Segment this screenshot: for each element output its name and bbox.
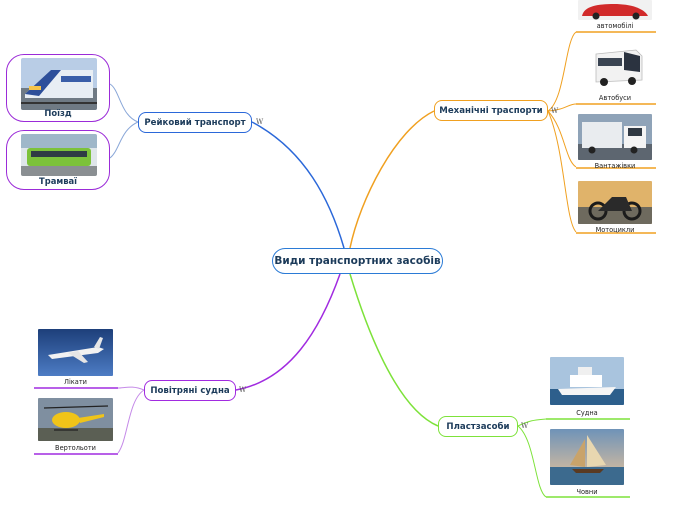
central-topic[interactable]: Види транспортних засобів <box>272 248 443 274</box>
air-item-helicopter-label: Вертольоти <box>55 444 96 452</box>
boat-image <box>550 429 624 485</box>
mech-item-bus-label: Автобуси <box>598 94 632 102</box>
mech-item-car-label: автомобілі <box>596 22 634 30</box>
document-icon[interactable]: W <box>239 386 247 394</box>
water-item-boat-label: Човни <box>576 488 598 496</box>
air-item-airplane-label: Лікати <box>64 378 87 386</box>
rail-item-tram-label: Трамваї <box>38 176 78 186</box>
mech-item-motorcycle-label: Мотоцикли <box>595 226 635 234</box>
water-item-ship-label: Судна <box>576 409 598 417</box>
document-icon[interactable]: W <box>521 422 529 430</box>
branch-rail-transport[interactable]: Рейковий транспорт <box>138 112 252 133</box>
branch-mechanical-transport[interactable]: Механічні траспорти <box>434 100 548 121</box>
rail-item-tram[interactable]: Трамваї <box>6 130 110 190</box>
airplane-image <box>38 329 113 376</box>
train-image <box>21 58 97 110</box>
helicopter-image <box>38 398 113 441</box>
tram-image <box>21 134 97 176</box>
branch-aircraft[interactable]: Повітряні судна <box>144 380 236 401</box>
bus-image <box>590 42 646 92</box>
document-icon[interactable]: W <box>551 107 559 115</box>
truck-image <box>578 114 652 160</box>
document-icon[interactable]: W <box>256 118 264 126</box>
rail-item-train-label: Поїзд <box>44 108 72 118</box>
branch-watercraft[interactable]: Пластзасоби <box>438 416 518 437</box>
car-image <box>578 0 652 20</box>
mech-item-truck-label: Вантажівки <box>594 162 636 170</box>
ship-image <box>550 357 624 405</box>
rail-item-train[interactable]: Поїзд <box>6 54 110 122</box>
motorcycle-image <box>578 181 652 224</box>
